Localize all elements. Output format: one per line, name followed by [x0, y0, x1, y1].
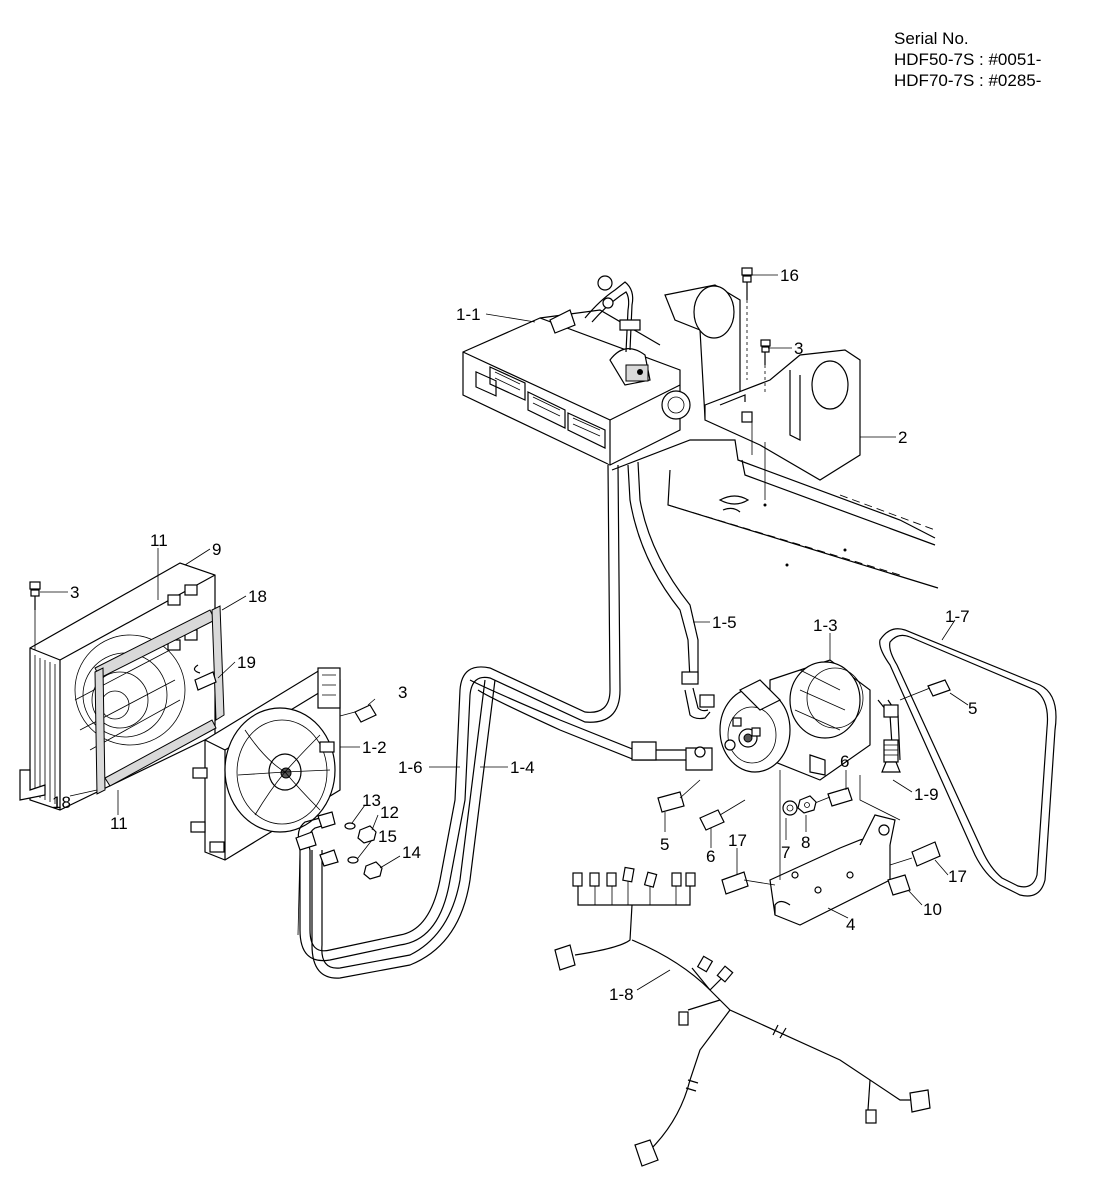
callout-7: 7	[781, 843, 790, 862]
callout-3-top: 3	[794, 339, 803, 358]
bolt-5-lower[interactable]	[657, 779, 701, 813]
callout-8: 8	[801, 833, 810, 852]
bolt-5-right[interactable]	[899, 679, 951, 701]
compressor-bracket[interactable]	[769, 770, 901, 926]
hose-1-5[interactable]	[627, 461, 715, 720]
callout-16: 16	[780, 266, 799, 285]
bolt-16[interactable]	[741, 267, 753, 380]
v-belt[interactable]	[879, 628, 1057, 897]
serial-number-block: Serial No. HDF50-7S : #0051- HDF70-7S : …	[894, 28, 1041, 91]
callout-1-1: 1-1	[456, 305, 481, 324]
nut-8[interactable]	[797, 795, 817, 814]
callout-10: 10	[923, 900, 942, 919]
callout-6-right: 6	[840, 752, 849, 771]
callout-9: 9	[212, 540, 221, 559]
serial-line-hdf70: HDF70-7S : #0285-	[894, 71, 1042, 90]
nut-14[interactable]	[363, 861, 383, 880]
cab-floor-frame	[611, 439, 939, 589]
callout-18-bottom: 18	[52, 793, 71, 812]
callout-14: 14	[402, 843, 421, 862]
seal-strip-18-left[interactable]	[94, 667, 106, 795]
callout-1-3: 1-3	[813, 616, 838, 635]
leader-lines	[40, 274, 969, 991]
washer-7[interactable]	[782, 800, 798, 816]
evaporator-top-hoses	[584, 275, 641, 353]
callout-17-right: 17	[948, 867, 967, 886]
callout-1-8: 1-8	[609, 985, 634, 1004]
callout-4: 4	[846, 915, 855, 934]
evaporator-unit[interactable]	[462, 309, 691, 466]
callout-11-bottom: 11	[110, 814, 128, 833]
callout-3-mid: 3	[398, 683, 407, 702]
compressor[interactable]	[719, 659, 871, 781]
callout-17-left: 17	[728, 831, 747, 850]
callout-12: 12	[380, 803, 399, 822]
serial-heading: Serial No.	[894, 29, 969, 48]
bolt-17-right[interactable]	[889, 841, 941, 867]
hose-1-6-1-4[interactable]	[299, 464, 700, 979]
callout-19: 19	[237, 653, 256, 672]
oring-15[interactable]	[347, 856, 359, 864]
clip-19[interactable]	[193, 664, 217, 691]
callout-2: 2	[898, 428, 907, 447]
callout-1-5: 1-5	[712, 613, 737, 632]
callout-5-right: 5	[968, 699, 977, 718]
condenser-outlet-fittings	[295, 811, 339, 936]
bolt-17-left[interactable]	[721, 871, 776, 895]
callout-5-lower: 5	[660, 835, 669, 854]
unit-mounting-bracket[interactable]	[664, 284, 861, 500]
callout-6-lower: 6	[706, 847, 715, 866]
callout-18-top: 18	[248, 587, 267, 606]
callout-11-top: 11	[150, 531, 168, 550]
nut-12[interactable]	[357, 825, 377, 844]
callout-1-2: 1-2	[362, 738, 387, 757]
bolt-3-left[interactable]	[29, 581, 41, 650]
callout-3-left: 3	[70, 583, 79, 602]
callout-1-6: 1-6	[398, 758, 423, 777]
seal-strip-18-right[interactable]	[211, 605, 225, 721]
wiring-harness[interactable]	[554, 866, 931, 1167]
pressure-hose-1-9[interactable]	[877, 699, 901, 773]
callout-1-9: 1-9	[914, 785, 939, 804]
bolt-10[interactable]	[887, 874, 911, 896]
callout-1-7: 1-7	[945, 607, 970, 626]
bolt-6-right[interactable]	[814, 787, 853, 807]
bolt-3-mid[interactable]	[339, 704, 377, 723]
bolt-3-top[interactable]	[760, 339, 771, 392]
callout-labels: 1-1 16 3 2 11 9 3 18 19 3 1-2 1-5 1-3 1-…	[52, 266, 977, 1004]
insulation-strip-11-bottom[interactable]	[104, 719, 217, 787]
oring-13[interactable]	[344, 822, 356, 830]
callout-13: 13	[362, 791, 381, 810]
callout-15: 15	[378, 827, 397, 846]
hose-fittings-compressor-side	[631, 741, 713, 771]
condenser-fan-assembly[interactable]	[190, 667, 341, 861]
callout-1-4: 1-4	[510, 758, 535, 777]
serial-line-hdf50: HDF50-7S : #0051-	[894, 50, 1042, 69]
bolt-6-lower[interactable]	[699, 799, 746, 831]
